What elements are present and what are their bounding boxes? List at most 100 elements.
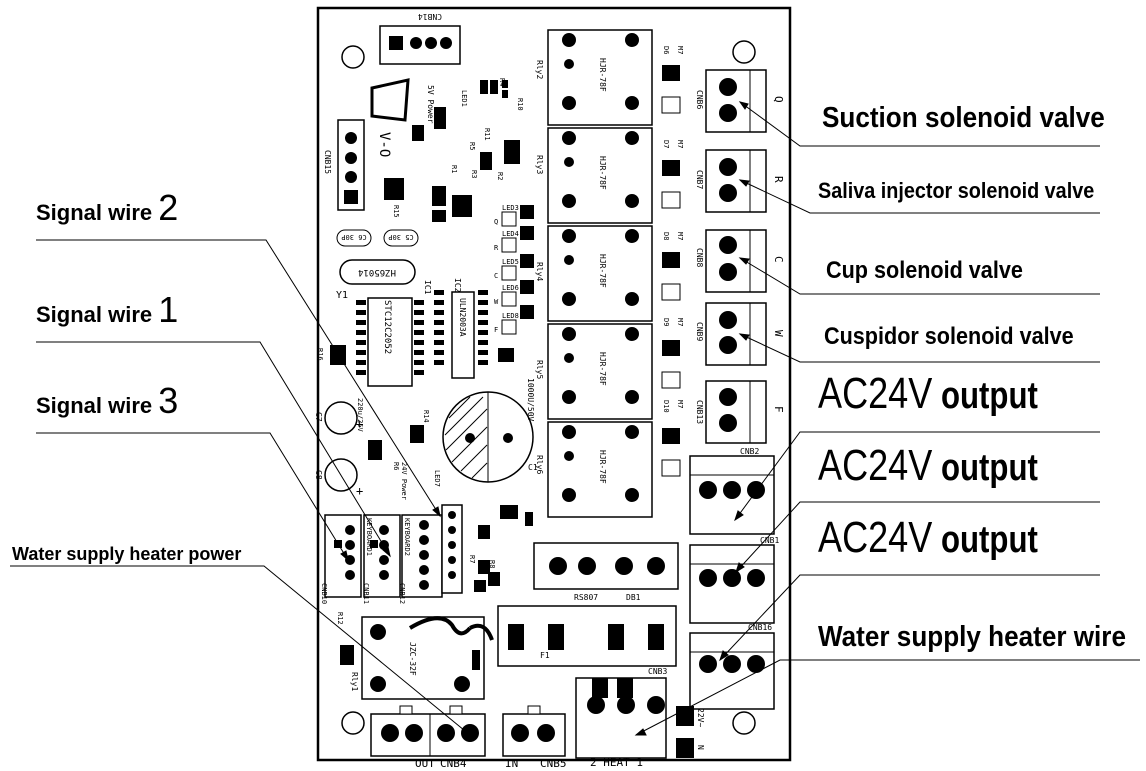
svg-text:CNB14: CNB14 [418,12,442,21]
ac-output-voltage: AC24V [818,513,933,562]
svg-text:CNB11: CNB11 [362,583,370,604]
led-column [501,211,517,335]
svg-text:DB1: DB1 [626,593,641,602]
svg-text:D9: D9 [662,318,670,326]
ac-output-word: output [932,447,1038,489]
svg-text:R11: R11 [483,128,491,141]
mounting-hole [341,711,365,735]
capacitors-c5-c6: C6 30P C5 30P [336,229,419,247]
svg-text:R4: R4 [498,78,506,86]
svg-text:D6: D6 [662,46,670,54]
ac-output-label-3: AC24V output [818,516,1038,560]
svg-text:R15: R15 [392,205,400,218]
svg-text:24V Power: 24V Power [400,462,408,500]
svg-text:C8: C8 [314,470,323,480]
svg-text:R3: R3 [470,170,478,178]
relay-rly1: JZC-32F Rly1 [350,616,494,700]
svg-text:R: R [494,244,499,252]
svg-text:CNB12: CNB12 [398,583,406,604]
ac-output-label-2: AC24V output [818,444,1038,488]
svg-text:CNB1: CNB1 [760,536,779,545]
capacitor-c7: + C7 220u/25V [314,398,364,435]
svg-text:Rly3: Rly3 [535,155,544,174]
keyboard-labels: KEYBOARD1 KEYBOARD2 CNB10 CNB11 CNB12 [320,518,411,604]
mounting-hole [341,45,365,69]
diode-labels: D6 D7 D8 D9 D10 M7 M7 M7 M7 M7 [662,46,684,413]
svg-text:R2: R2 [496,172,504,180]
svg-text:R5: R5 [468,142,476,150]
svg-text:W: W [494,298,499,306]
relay-labels: HJR-78F HJR-78F HJR-78F HJR-78F HJR-78F … [535,58,607,484]
svg-text:Rly4: Rly4 [535,262,544,281]
svg-text:C: C [772,256,785,263]
ic2-chip: ULN2003A IC2 [451,278,475,379]
svg-text:IN: IN [505,757,518,770]
svg-text:Y1: Y1 [336,290,348,301]
svg-text:R7: R7 [468,555,476,563]
svg-text:LED4: LED4 [502,230,519,238]
svg-text:Rly5: Rly5 [535,360,544,379]
signal-wire-number: 2 [158,187,179,228]
svg-text:R8: R8 [488,560,496,568]
svg-text:Q: Q [772,96,785,103]
ac-output-word: output [932,375,1038,417]
three-pin-labels: CNB2 CNB1 CNB16 [740,447,779,632]
svg-text:+: + [356,417,363,431]
svg-text:LED7: LED7 [433,470,441,487]
svg-text:CNB2: CNB2 [740,447,759,456]
right-connectors [705,69,767,444]
svg-text:HZ65014: HZ65014 [358,267,396,277]
connector-cnb14: CNB14 [379,12,461,65]
svg-text:C6 30P: C6 30P [341,233,366,241]
signal-wire-number: 3 [158,380,179,421]
mounting-hole [732,711,756,735]
ic1-chip: STC12C2052 IC1 [367,280,432,387]
svg-text:ULN2003A: ULN2003A [458,298,467,337]
capacitor-c1: 1000U/50V C1 [442,378,538,483]
svg-text:CNB15: CNB15 [323,150,332,174]
signal-wire-text: Signal wire [36,302,159,327]
svg-text:R6: R6 [392,462,400,470]
svg-text:Rly1: Rly1 [350,672,359,691]
svg-text:F1: F1 [540,651,550,660]
terminal-22v: 22V~ N [676,706,705,758]
svg-text:F: F [494,326,498,334]
ac-output-word: output [932,519,1038,561]
svg-text:LED8: LED8 [502,312,519,320]
svg-text:LED6: LED6 [502,284,519,292]
signal-wire-1-label: Signal wire 1 [36,292,178,328]
svg-text:R12: R12 [336,612,344,625]
svg-text:C7: C7 [314,412,323,422]
svg-text:220u/25V: 220u/25V [356,398,364,433]
led-labels: LED3 LED4 LED5 LED6 LED8 Q R C W F [494,204,519,334]
svg-text:HJR-78F: HJR-78F [598,450,607,484]
svg-text:KEYBOARD1: KEYBOARD1 [365,518,373,556]
keyboard-connectors [324,504,463,598]
right-connector-labels: CNB6 CNB7 CNB8 CNB9 CNB13 Q R C W F [695,90,785,424]
signal-wire-2-label: Signal wire 2 [36,190,178,226]
svg-text:HJR-78F: HJR-78F [598,254,607,288]
svg-text:CNB5: CNB5 [540,757,567,770]
svg-text:HJR-78F: HJR-78F [598,58,607,92]
svg-text:N: N [696,745,705,750]
signal-wire-number: 1 [158,289,179,330]
svg-text:CNB3: CNB3 [648,667,667,676]
svg-text:W: W [772,330,785,337]
bridge-rs807: RS807 DB1 [533,542,679,602]
svg-text:M7: M7 [676,46,684,54]
svg-text:C: C [494,272,498,280]
svg-text:CNB13: CNB13 [695,400,704,424]
connector-cnb15: CNB15 [323,119,365,211]
svg-text:KEYBOARD2: KEYBOARD2 [403,518,411,556]
svg-text:R10: R10 [516,98,524,111]
relay-pins [562,33,639,502]
mounting-hole [732,40,756,64]
svg-text:D8: D8 [662,232,670,240]
svg-text:M7: M7 [676,232,684,240]
svg-text:D7: D7 [662,140,670,148]
svg-text:CNB10: CNB10 [320,583,328,604]
svg-text:R16: R16 [316,348,324,361]
fuse-f1: F1 [497,605,677,667]
signal-wire-3-label: Signal wire 3 [36,383,178,419]
